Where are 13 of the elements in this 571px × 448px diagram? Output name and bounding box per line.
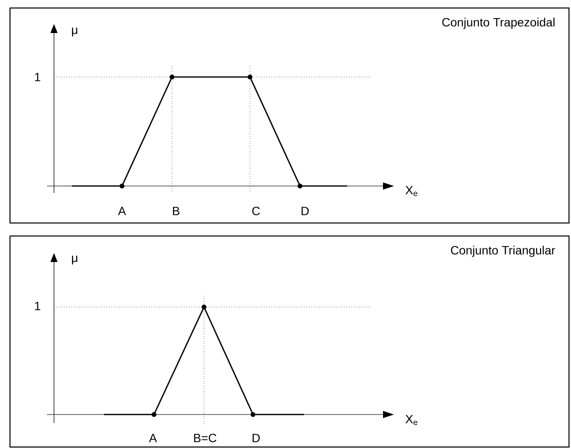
axis-label: μ <box>72 256 78 264</box>
point-label: A <box>149 434 157 442</box>
axis-label: X$_{e}$ <box>405 414 418 426</box>
point-label: B <box>173 206 180 216</box>
tick-label: 1 <box>35 72 40 82</box>
axis-label: X$_{e}$ <box>405 186 418 196</box>
point-label: D <box>252 434 260 442</box>
point-label: B=C <box>194 434 216 442</box>
point-label: D <box>302 206 309 216</box>
tick-label: 1 <box>35 302 40 310</box>
point-label: C <box>252 206 260 216</box>
axis-label: μ <box>72 28 78 36</box>
point-label: A <box>118 206 126 216</box>
